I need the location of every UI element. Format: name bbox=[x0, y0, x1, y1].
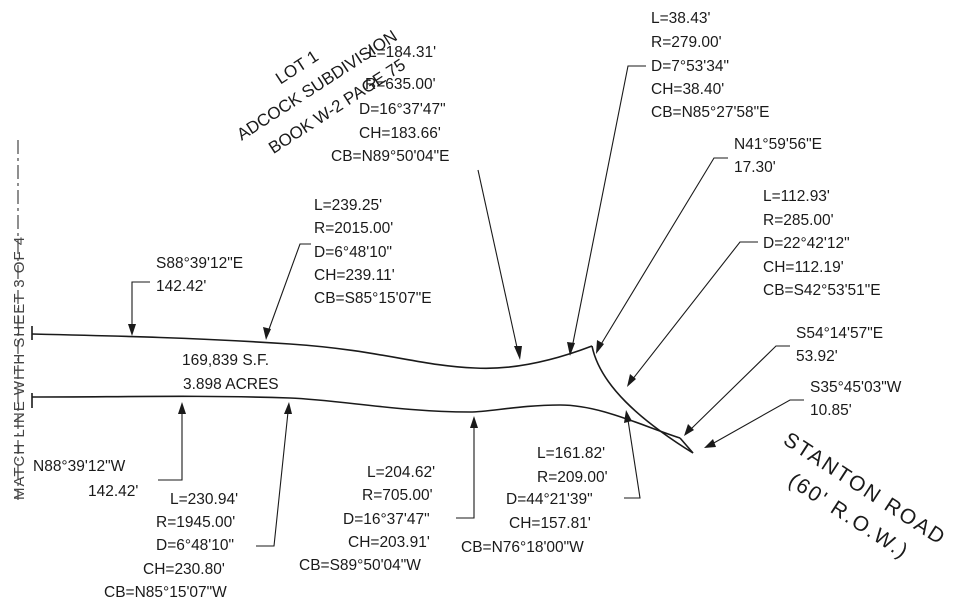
curve-top-3-l: L=38.43' bbox=[651, 10, 710, 27]
curve-bottom-2-ch: CH=203.91' bbox=[348, 534, 430, 551]
curve-top-4-d: D=22°42'12" bbox=[763, 235, 850, 252]
curve-bottom-2-cb: CB=S89°50'04"W bbox=[299, 557, 421, 574]
leader-curve-top-1 bbox=[477, 169, 519, 353]
curve-bottom-3-l: L=161.82' bbox=[537, 445, 605, 462]
leader-curve-top-3 bbox=[571, 65, 646, 349]
curve-bottom-3-d: D=44°21'39" bbox=[506, 491, 593, 508]
curve-top-4-ch: CH=112.19' bbox=[763, 259, 844, 276]
curve-top-2-r: R=2015.00' bbox=[314, 220, 393, 237]
line-label-s35: S35°45'03"W 10.85' bbox=[810, 379, 902, 419]
line-label-n41: N41°59'56"E 17.30' bbox=[734, 136, 822, 176]
leader-line-s35 bbox=[711, 399, 804, 445]
curve-top-2-cb: CB=S85°15'07"E bbox=[314, 290, 432, 307]
curve-top-1-cb: CB=N89°50'04"E bbox=[331, 148, 450, 165]
curve-bottom-3-r: R=209.00' bbox=[537, 469, 608, 486]
curve-top-1-d: D=16°37'47" bbox=[359, 101, 446, 118]
curve-top-3-d: D=7°53'34" bbox=[651, 58, 729, 75]
line-label-s88: S88°39'12"E 142.42' bbox=[156, 255, 243, 295]
leader-line-s88 bbox=[131, 281, 150, 326]
arrow-line-s35 bbox=[704, 439, 716, 448]
line-label-n88: N88°39'12"W 142.42' bbox=[33, 458, 138, 500]
line-s54-distance: 53.92' bbox=[796, 348, 838, 365]
line-n88-bearing: N88°39'12"W bbox=[33, 458, 126, 475]
arrow-line-s88 bbox=[128, 324, 136, 336]
line-s88-bearing: S88°39'12"E bbox=[156, 255, 243, 272]
match-line-label: MATCH LINE WITH SHEET 3 OF 4 bbox=[11, 236, 28, 500]
line-s35-distance: 10.85' bbox=[810, 402, 852, 419]
line-label-s54: S54°14'57"E 53.92' bbox=[796, 325, 883, 365]
arrow-curve-bottom-3 bbox=[624, 410, 632, 423]
area-acres: 3.898 ACRES bbox=[183, 376, 279, 393]
arrow-line-n88 bbox=[178, 402, 186, 414]
parcel-ne-return bbox=[591, 345, 694, 454]
curve-top-1-ch: CH=183.66' bbox=[359, 125, 441, 142]
leader-curve-bottom-1 bbox=[256, 411, 289, 547]
line-s35-bearing: S35°45'03"W bbox=[810, 379, 902, 396]
curve-bottom-1-r: R=1945.00' bbox=[156, 514, 235, 531]
curve-top-1-r: R=635.00' bbox=[365, 76, 436, 93]
curve-top-4-cb: CB=S42°53'51"E bbox=[763, 282, 881, 299]
curve-bottom-2-l: L=204.62' bbox=[367, 464, 435, 481]
curve-bottom-2-r: R=705.00' bbox=[362, 487, 433, 504]
curve-bottom-3-ch: CH=157.81' bbox=[509, 515, 591, 532]
leader-curve-bottom-3 bbox=[624, 419, 641, 499]
arrow-curve-bottom-2 bbox=[470, 416, 478, 428]
curve-bottom-1-l: L=230.94' bbox=[170, 491, 238, 508]
curve-bottom-1-d: D=6°48'10" bbox=[156, 537, 234, 554]
curve-top-2-d: D=6°48'10" bbox=[314, 244, 392, 261]
curve-top-3-r: R=279.00' bbox=[651, 34, 722, 51]
curve-bottom-1-ch: CH=230.80' bbox=[143, 561, 225, 578]
line-s54-bearing: S54°14'57"E bbox=[796, 325, 883, 342]
curve-bottom-3-cb: CB=N76°18'00"W bbox=[461, 539, 584, 556]
curve-bottom-1-cb: CB=N85°15'07"W bbox=[104, 584, 227, 601]
arrow-curve-top-4 bbox=[627, 374, 636, 387]
curve-label-top-2: L=239.25' R=2015.00' D=6°48'10" CH=239.1… bbox=[314, 197, 432, 307]
leader-curve-bottom-2 bbox=[456, 426, 475, 519]
leader-curve-top-2 bbox=[267, 243, 311, 333]
curve-top-2-l: L=239.25' bbox=[314, 197, 382, 214]
arrow-curve-top-3 bbox=[567, 342, 575, 356]
leader-curve-top-4 bbox=[631, 241, 758, 381]
curve-label-bottom-1: L=230.94' R=1945.00' D=6°48'10" CH=230.8… bbox=[104, 491, 238, 601]
line-s88-distance: 142.42' bbox=[156, 278, 206, 295]
parcel-east-line bbox=[679, 437, 694, 454]
curve-top-3-ch: CH=38.40' bbox=[651, 81, 724, 98]
curve-top-3-cb: CB=N85°27'58"E bbox=[651, 104, 770, 121]
line-n88-distance: 142.42' bbox=[88, 483, 138, 500]
curve-label-top-4: L=112.93' R=285.00' D=22°42'12" CH=112.1… bbox=[763, 188, 881, 299]
area-square-feet: 169,839 S.F. bbox=[182, 352, 269, 369]
line-n41-bearing: N41°59'56"E bbox=[734, 136, 822, 153]
arrow-line-n41 bbox=[596, 340, 604, 354]
curve-bottom-2-d: D=16°37'47" bbox=[343, 511, 430, 528]
leader-line-n41 bbox=[599, 157, 728, 347]
parcel-south-line bbox=[31, 395, 681, 439]
curve-top-1-l: L=184.31' bbox=[368, 44, 436, 61]
curve-label-bottom-3: L=161.82' R=209.00' D=44°21'39" CH=157.8… bbox=[461, 445, 608, 556]
curve-top-2-ch: CH=239.11' bbox=[314, 267, 395, 284]
curve-label-top-3: L=38.43' R=279.00' D=7°53'34" CH=38.40' … bbox=[651, 10, 770, 121]
curve-top-4-l: L=112.93' bbox=[763, 188, 830, 205]
curve-top-4-r: R=285.00' bbox=[763, 212, 834, 229]
leader-line-s54 bbox=[689, 345, 790, 431]
curve-label-bottom-2: L=204.62' R=705.00' D=16°37'47" CH=203.9… bbox=[299, 464, 435, 574]
leader-line-n88 bbox=[158, 412, 183, 481]
line-n41-distance: 17.30' bbox=[734, 159, 776, 176]
arrow-curve-top-1 bbox=[514, 346, 522, 360]
arrow-curve-top-2 bbox=[263, 327, 271, 340]
curve-label-top-1: L=184.31' R=635.00' D=16°37'47" CH=183.6… bbox=[331, 44, 450, 165]
arrow-curve-bottom-1 bbox=[284, 402, 292, 414]
arrow-line-s54 bbox=[684, 424, 694, 436]
parcel-north-line bbox=[31, 333, 593, 370]
